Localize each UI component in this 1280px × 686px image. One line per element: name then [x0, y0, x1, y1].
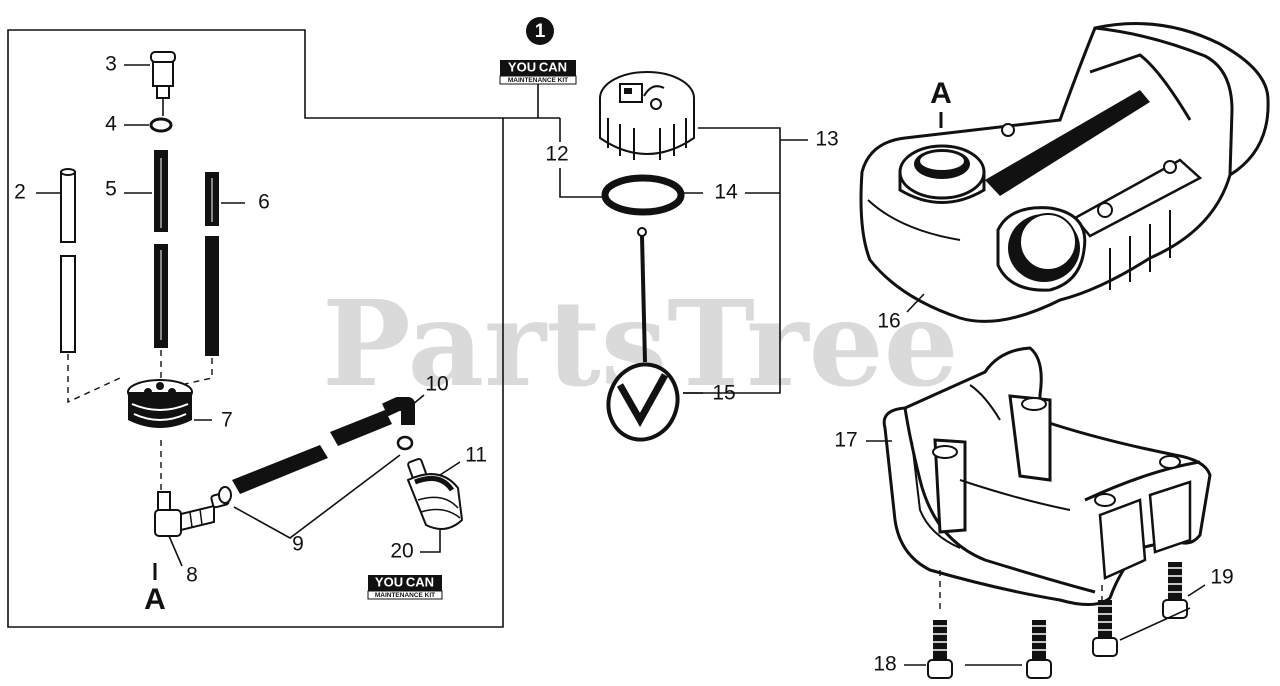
callout-9[interactable]: 9 — [292, 533, 304, 556]
callout-7[interactable]: 7 — [221, 409, 233, 432]
callout-11[interactable]: 11 — [465, 444, 487, 467]
part-9-ring[interactable] — [218, 486, 232, 504]
svg-text:MAINTENANCE KIT: MAINTENANCE KIT — [508, 77, 568, 84]
part-5-tube[interactable] — [154, 150, 168, 348]
part-18-screw-b[interactable] — [1026, 620, 1052, 679]
callout-3[interactable]: 3 — [105, 53, 117, 76]
callout-17[interactable]: 17 — [834, 429, 857, 452]
fuel-cap-icon[interactable] — [599, 71, 695, 160]
callout-2[interactable]: 2 — [14, 181, 26, 204]
svg-text:CAN: CAN — [539, 59, 567, 74]
part-7-grommet[interactable] — [127, 379, 193, 428]
callout-13[interactable]: 13 — [815, 128, 838, 151]
callout-16[interactable]: 16 — [877, 310, 900, 333]
part-10-ring[interactable] — [396, 435, 414, 451]
part-15-tether[interactable] — [598, 227, 688, 449]
cap-gasket-icon[interactable] — [601, 174, 685, 216]
callout-10[interactable]: 10 — [425, 373, 448, 396]
callout-6[interactable]: 6 — [258, 191, 270, 214]
part-18-screw-a[interactable] — [927, 620, 953, 679]
part-3-bulb[interactable] — [150, 51, 176, 116]
part-6-tube[interactable] — [205, 172, 219, 356]
part-4-o-ring[interactable] — [149, 117, 173, 133]
part-8-elbow[interactable] — [154, 491, 230, 537]
fuel-tank-icon[interactable] — [859, 22, 1270, 323]
callout-20[interactable]: 20 — [390, 540, 413, 563]
part-19-screw-b[interactable] — [1162, 562, 1188, 619]
callout-8[interactable]: 8 — [186, 564, 198, 587]
connector-a-right: A — [930, 77, 952, 110]
part-2-tube[interactable] — [60, 168, 76, 353]
kit-badge-bottom: YOU CAN MAINTENANCE KIT — [367, 574, 443, 600]
kit-badge-top: YOU CAN MAINTENANCE KIT — [499, 59, 577, 85]
svg-text:YOU: YOU — [508, 59, 536, 74]
callout-1-number: 1 — [535, 21, 546, 42]
callout-19[interactable]: 19 — [1210, 566, 1233, 589]
svg-text:YOU: YOU — [375, 574, 403, 589]
tank-bracket-icon[interactable] — [882, 346, 1212, 606]
svg-text:MAINTENANCE KIT: MAINTENANCE KIT — [375, 592, 435, 599]
part-9-fuel-line[interactable] — [232, 410, 392, 494]
callout-4[interactable]: 4 — [105, 113, 117, 136]
callout-12[interactable]: 12 — [545, 143, 568, 166]
part-10-hose[interactable] — [382, 397, 415, 425]
callout-5[interactable]: 5 — [105, 178, 117, 201]
callout-14[interactable]: 14 — [714, 181, 738, 204]
callout-1[interactable]: 1 — [526, 17, 554, 45]
part-19-screw-a[interactable] — [1092, 600, 1118, 657]
callout-18[interactable]: 18 — [873, 653, 896, 676]
connector-a-left: A — [144, 583, 166, 616]
svg-text:CAN: CAN — [406, 574, 434, 589]
fuel-filter-icon[interactable] — [406, 457, 464, 530]
callout-15[interactable]: 15 — [712, 382, 735, 405]
